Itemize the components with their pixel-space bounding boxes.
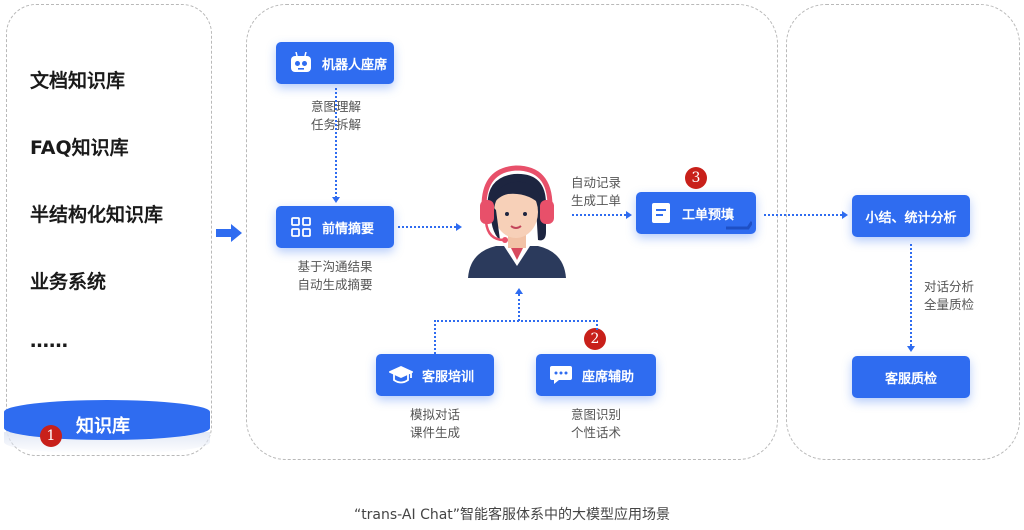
work-order-label: 工单预填 xyxy=(682,207,735,223)
arrow-down-icon xyxy=(907,346,915,352)
stats-box: 小结、统计分析 xyxy=(852,195,970,237)
assist-label: 座席辅助 xyxy=(582,369,635,385)
workorder-to-stats-connector xyxy=(764,214,842,216)
figure-caption: “trans-AI Chat”智能客服体系中的大模型应用场景 xyxy=(353,507,671,523)
agent-headset-icon xyxy=(468,165,566,278)
knowledge-panel xyxy=(6,4,212,456)
assist-connector xyxy=(596,320,598,330)
work-order-box: 工单预填 xyxy=(636,192,756,234)
agent-to-workorder-connector xyxy=(572,214,626,216)
qc-label: 客服质检 xyxy=(884,371,937,387)
arrow-right-icon xyxy=(216,224,242,242)
chat-bubble-icon xyxy=(548,362,574,388)
graduation-cap-icon xyxy=(388,362,414,388)
arrow-right-small-icon xyxy=(842,211,848,219)
arrow-right-small-icon xyxy=(456,223,462,231)
kb-item-documents: 文档知识库 xyxy=(30,70,126,92)
assist-box: 座席辅助 xyxy=(536,354,656,396)
robot-icon xyxy=(288,50,314,76)
summary-label: 前情摘要 xyxy=(322,221,375,237)
kb-base xyxy=(4,400,210,440)
kb-item-more: …… xyxy=(30,330,68,352)
kb-base-label: 知识库 xyxy=(76,416,130,437)
form-icon xyxy=(648,200,674,226)
training-box: 客服培训 xyxy=(376,354,494,396)
grid-icon xyxy=(288,214,314,240)
kb-item-faq: FAQ知识库 xyxy=(30,137,129,159)
qc-box: 客服质检 xyxy=(852,356,970,398)
pen-icon xyxy=(726,221,752,230)
training-note: 模拟对话 课件生成 xyxy=(409,407,460,440)
support-bracket-connector xyxy=(434,320,598,322)
stats-label: 小结、统计分析 xyxy=(865,210,957,226)
auto-record-note: 自动记录 生成工单 xyxy=(570,175,621,208)
support-to-agent-connector xyxy=(518,294,520,321)
arrow-down-icon xyxy=(332,197,340,203)
arrow-right-small-icon xyxy=(626,211,632,219)
summary-box: 前情摘要 xyxy=(276,206,394,248)
step-badge-2: 2 xyxy=(584,328,606,350)
robot-to-summary-connector xyxy=(335,88,337,198)
stats-to-qc-connector xyxy=(910,244,912,346)
stats-note: 对话分析 全量质检 xyxy=(923,279,974,312)
training-label: 客服培训 xyxy=(422,369,475,385)
step-badge-1: 1 xyxy=(40,425,62,447)
assist-note: 意图识别 个性话术 xyxy=(570,407,621,440)
kb-item-semi-structured: 半结构化知识库 xyxy=(30,204,164,226)
robot-seat-label: 机器人座席 xyxy=(322,57,388,73)
arrow-up-icon xyxy=(515,288,523,294)
step-badge-3: 3 xyxy=(685,167,707,189)
summary-to-agent-connector xyxy=(398,226,456,228)
kb-item-business-system: 业务系统 xyxy=(30,271,107,293)
robot-seat-box: 机器人座席 xyxy=(276,42,394,84)
summary-note: 基于沟通结果 自动生成摘要 xyxy=(297,259,373,292)
training-connector xyxy=(434,320,436,354)
